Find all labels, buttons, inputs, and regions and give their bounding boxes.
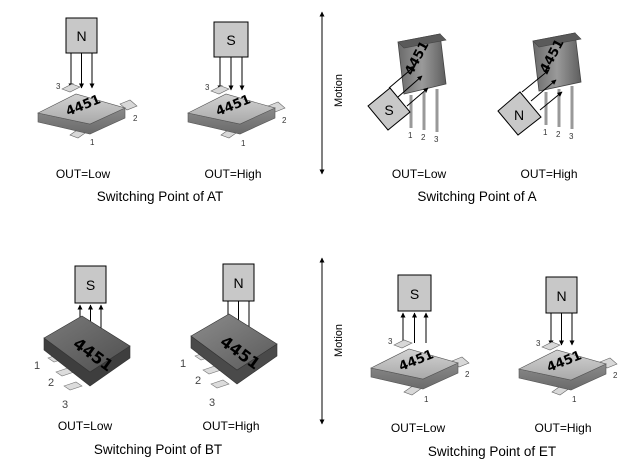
pin-label: 1 xyxy=(34,360,40,372)
bt-low-case: S 4451 1 2 3 OUT=Low xyxy=(34,265,131,433)
panel-bt: S 4451 1 2 3 OUT=Low N xyxy=(34,263,278,457)
sot89-package: 4451 1 2 3 xyxy=(34,315,131,411)
output-state: OUT=Low xyxy=(391,421,446,435)
field-arrow xyxy=(397,75,423,98)
magnet-pole-label: N xyxy=(76,28,86,44)
pin-label: 3 xyxy=(536,339,541,348)
pin-label: 2 xyxy=(421,133,426,142)
pin-label: 1 xyxy=(424,395,429,404)
magnet-block xyxy=(74,265,107,304)
to92-package: 4451 1 2 3 xyxy=(532,32,582,141)
magnet-block xyxy=(397,274,432,312)
motion-label: Motion xyxy=(333,324,345,357)
pin-label: 1 xyxy=(572,395,577,404)
output-state: OUT=Low xyxy=(392,167,447,181)
magnet-block xyxy=(545,276,578,314)
sot23-package: 4451 3 2 1 xyxy=(370,337,470,404)
to92-package: 4451 1 2 3 xyxy=(397,33,447,144)
panel-caption: Switching Point of AT xyxy=(97,189,224,204)
magnet-pole-label: N xyxy=(233,275,243,291)
pin-label: 3 xyxy=(434,135,439,144)
bt-high-case: N 4451 1 2 3 OUT=High xyxy=(180,263,278,433)
field-arrow xyxy=(539,91,563,111)
pin-label: 2 xyxy=(48,377,54,389)
motion-indicator-bottom: Motion xyxy=(319,257,345,425)
panel-caption: Switching Point of A xyxy=(417,189,536,204)
panel-caption: Switching Point of ET xyxy=(428,444,556,459)
magnet-pole-label: N xyxy=(514,107,524,123)
pin-label: 1 xyxy=(180,358,186,370)
magnet-block xyxy=(367,87,411,131)
et-low-case: S 4451 3 2 1 OUT=Low xyxy=(370,274,470,435)
pin-label: 2 xyxy=(465,370,470,379)
field-arrow xyxy=(530,79,557,102)
panel-a: 4451 1 2 3 S OUT=Low 4451 1 2 3 xyxy=(367,32,582,204)
sot23-package: 4451 3 2 1 xyxy=(37,82,138,147)
pin-label: 3 xyxy=(569,132,574,141)
pin-label: 2 xyxy=(133,114,138,123)
field-arrow xyxy=(388,65,416,89)
pin-label: 1 xyxy=(90,138,95,147)
at-low-case: N 4451 3 2 1 OUT=Low xyxy=(37,17,138,181)
panel-et: S 4451 3 2 1 OUT=Low N xyxy=(370,274,618,459)
pin-label: 1 xyxy=(241,139,246,148)
field-arrow xyxy=(406,87,429,107)
a-high-case: 4451 1 2 3 N OUT=High xyxy=(497,32,582,181)
motion-indicator-top: Motion xyxy=(319,11,345,175)
pin-label: 3 xyxy=(388,337,393,346)
magnet-pole-label: S xyxy=(410,286,419,302)
pin-label: 2 xyxy=(556,130,561,139)
pin-label: 2 xyxy=(613,371,618,380)
magnet-pole-label: N xyxy=(556,288,566,304)
magnet-pole-label: S xyxy=(384,102,393,118)
sot23-package: 4451 3 2 1 xyxy=(518,339,618,404)
magnet-pole-label: S xyxy=(86,277,95,293)
a-low-case: 4451 1 2 3 S OUT=Low xyxy=(367,33,447,181)
sot23-package: 4451 3 2 1 xyxy=(187,83,287,148)
pin-label: 3 xyxy=(205,83,210,92)
pin-label: 3 xyxy=(209,397,215,409)
pin-label: 2 xyxy=(282,116,287,125)
pin-label: 1 xyxy=(543,128,548,137)
output-state: OUT=Low xyxy=(56,167,111,181)
output-state: OUT=High xyxy=(520,167,577,181)
at-high-case: S 4451 3 2 1 OUT=High xyxy=(187,21,287,181)
et-high-case: N 4451 3 2 1 OUT=High xyxy=(518,276,618,435)
field-arrow xyxy=(521,69,550,93)
magnet-pole-label: S xyxy=(226,32,235,48)
output-state: OUT=Low xyxy=(58,419,113,433)
output-state: OUT=High xyxy=(534,421,591,435)
pin-label: 1 xyxy=(408,131,413,140)
pin-label: 3 xyxy=(56,82,61,91)
magnet-block xyxy=(497,91,542,136)
pin-label: 3 xyxy=(62,399,68,411)
output-state: OUT=High xyxy=(202,419,259,433)
motion-label: Motion xyxy=(333,74,345,107)
magnet-block xyxy=(213,21,249,58)
output-state: OUT=High xyxy=(204,167,261,181)
panel-caption: Switching Point of BT xyxy=(94,442,222,457)
sot89-package: 4451 1 2 3 xyxy=(180,313,278,409)
panel-at: N 4451 3 2 1 OUT=Low S xyxy=(37,17,287,204)
pin-label: 2 xyxy=(195,375,201,387)
